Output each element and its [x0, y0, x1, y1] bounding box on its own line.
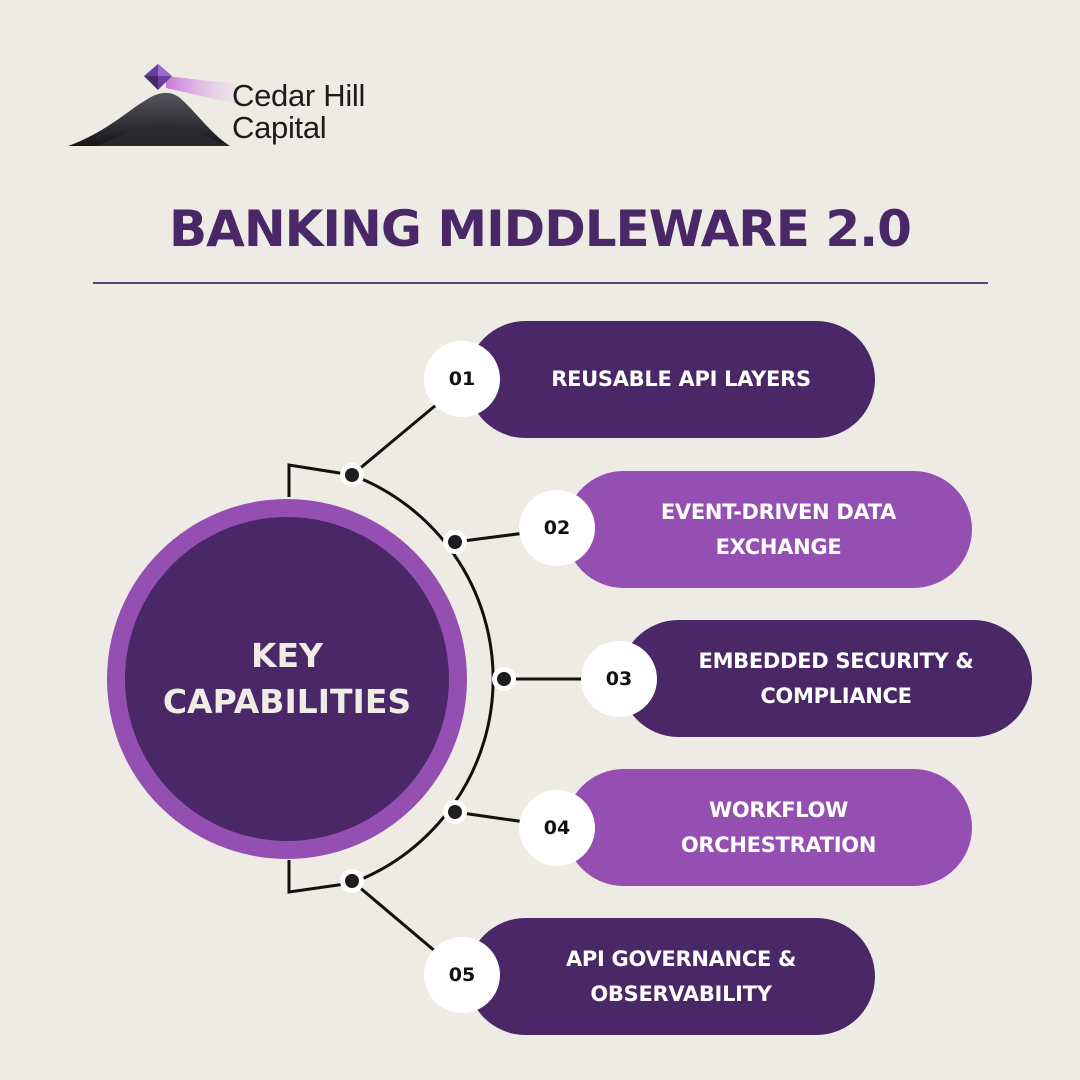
capability-label: EMBEDDED SECURITY &: [698, 648, 974, 673]
connector-line-01: [351, 403, 437, 477]
capability-pill-03: EMBEDDED SECURITY & COMPLIANCE: [620, 620, 1032, 737]
center-line1: KEY: [250, 636, 323, 675]
mountain-diamond-logo: [68, 64, 236, 146]
number-badge-05: 05: [424, 937, 500, 1013]
brand-name-line1: Cedar Hill: [232, 78, 366, 113]
capability-label: ORCHESTRATION: [680, 832, 877, 857]
brand-name: Cedar Hill Capital: [232, 80, 365, 144]
number-badge-03: 03: [581, 641, 657, 717]
capability-pill-02: EVENT-DRIVEN DATA EXCHANGE: [565, 471, 972, 588]
capability-label: API GOVERNANCE &: [565, 946, 797, 971]
key-capabilities-label: KEY CAPABILITIES: [125, 517, 449, 841]
capability-label: WORKFLOW: [708, 797, 849, 822]
number-badge-01: 01: [424, 341, 500, 417]
page-title: BANKING MIDDLEWARE 2.0: [169, 200, 912, 258]
capability-pill-05: API GOVERNANCE & OBSERVABILITY: [467, 918, 875, 1035]
capability-label: REUSABLE API LAYERS: [551, 367, 811, 391]
capability-label: OBSERVABILITY: [590, 981, 772, 1006]
key-capabilities-circle: KEY CAPABILITIES: [107, 499, 467, 859]
title-divider: [93, 282, 988, 284]
brand-name-line2: Capital: [232, 110, 327, 145]
capability-label: EVENT-DRIVEN DATA: [660, 499, 897, 524]
center-line2: CAPABILITIES: [162, 682, 412, 721]
capability-pill-04: WORKFLOW ORCHESTRATION: [565, 769, 972, 886]
number-badge-02: 02: [519, 490, 595, 566]
capability-label: COMPLIANCE: [760, 683, 912, 708]
number-badge-04: 04: [519, 790, 595, 866]
capability-label: EXCHANGE: [715, 534, 842, 559]
connector-line-05: [351, 879, 437, 954]
capability-pill-01: REUSABLE API LAYERS: [467, 321, 875, 438]
